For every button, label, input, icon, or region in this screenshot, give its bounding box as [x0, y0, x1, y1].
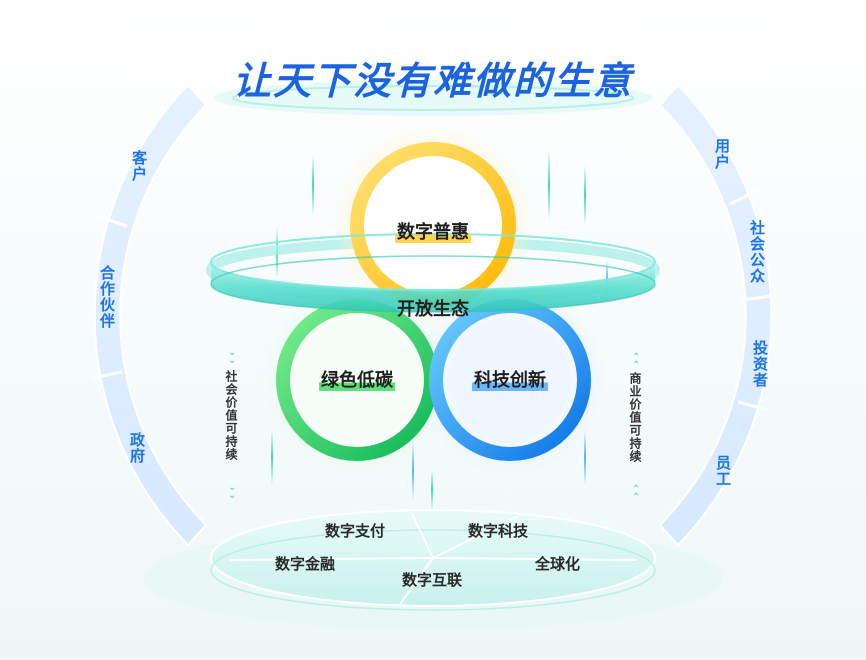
base-item-digital-finance: 数字金融 — [275, 555, 336, 573]
base-item-digital-tech: 数字科技 — [468, 522, 529, 540]
base-item-digital-connectivity: 数字互联 — [402, 571, 463, 589]
right-arc-item-user: 用户 — [713, 138, 731, 170]
green-low-carbon-text: 绿色低碳 — [319, 370, 395, 391]
svg-text:⌄: ⌄ — [228, 355, 236, 366]
circle-tech-innovation-label: 科技创新 — [455, 366, 565, 392]
right-arc-shape — [658, 83, 773, 547]
svg-text:⌃: ⌃ — [632, 484, 640, 495]
digital-inclusion-text: 数字普惠 — [395, 222, 471, 243]
svg-text:⌄: ⌄ — [228, 347, 236, 358]
left-arc-item-partner: 合作伙伴 — [98, 265, 116, 329]
svg-text:⌃: ⌃ — [632, 492, 640, 503]
right-arc-item-employee: 员工 — [714, 455, 732, 487]
left-arc-item-customer: 客户 — [130, 150, 148, 182]
social-value-label: 社会价值可持续 — [224, 370, 238, 461]
slogan-title: 让天下没有难做的生意 — [232, 58, 633, 103]
svg-text:⌃: ⌃ — [632, 360, 640, 371]
svg-text:⌃: ⌃ — [632, 352, 640, 363]
svg-text:⌄: ⌄ — [228, 482, 236, 493]
base-item-globalization: 全球化 — [535, 555, 581, 573]
business-value-label: 商业价值可持续 — [628, 372, 642, 463]
svg-text:⌄: ⌄ — [228, 490, 236, 501]
circle-digital-inclusion-label: 数字普惠 — [383, 218, 483, 244]
left-arc-item-government: 政府 — [128, 432, 146, 464]
right-arc-item-public: 社会公众 — [748, 220, 766, 284]
tech-innovation-text: 科技创新 — [472, 370, 548, 391]
circle-green-low-carbon-label: 绿色低碳 — [307, 366, 407, 392]
right-arc-item-investor: 投资者 — [751, 340, 769, 388]
left-arc-shape — [93, 83, 208, 547]
open-ecosystem-label: 开放生态 — [397, 299, 469, 320]
base-item-digital-payment: 数字支付 — [325, 522, 386, 540]
